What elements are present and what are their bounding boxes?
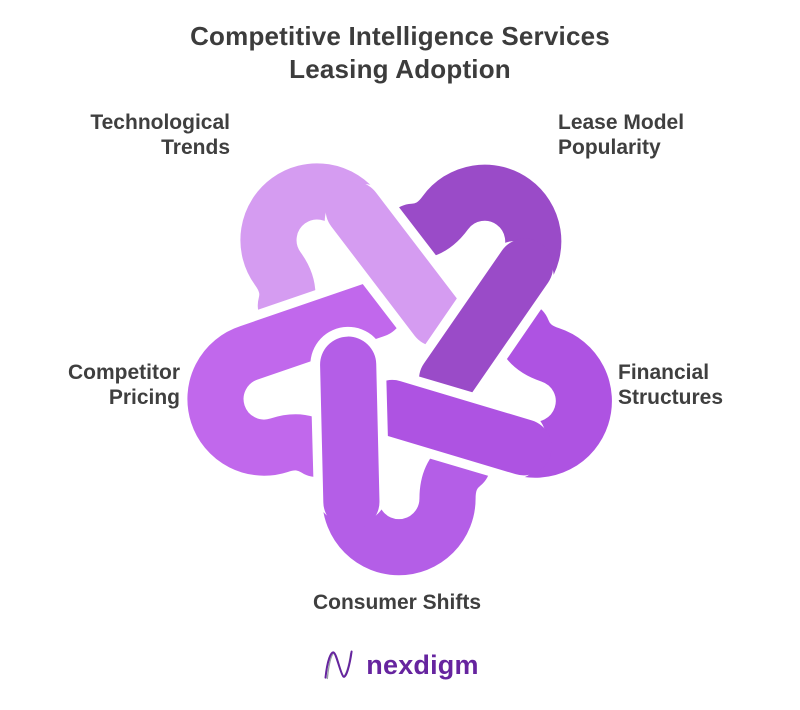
nexdigm-logo-icon: [324, 650, 353, 680]
nexdigm-logo-text: nexdigm: [366, 649, 479, 680]
label-financial-structures: Financial Structures: [618, 361, 724, 409]
label-lease-model-popularity: Lease Model Popularity: [558, 111, 685, 159]
label-technological-trends: Technological Trends: [90, 111, 230, 159]
petal-weave-patch: [348, 365, 351, 502]
label-consumer-shifts: Consumer Shifts: [312, 591, 482, 614]
page-title: Competitive Intelligence Services Leasin…: [190, 21, 610, 84]
petal-weave-patch: [392, 405, 523, 450]
label-competitor-pricing: Competitor Pricing: [68, 361, 180, 409]
nexdigm-logo: nexdigm: [0, 646, 800, 684]
